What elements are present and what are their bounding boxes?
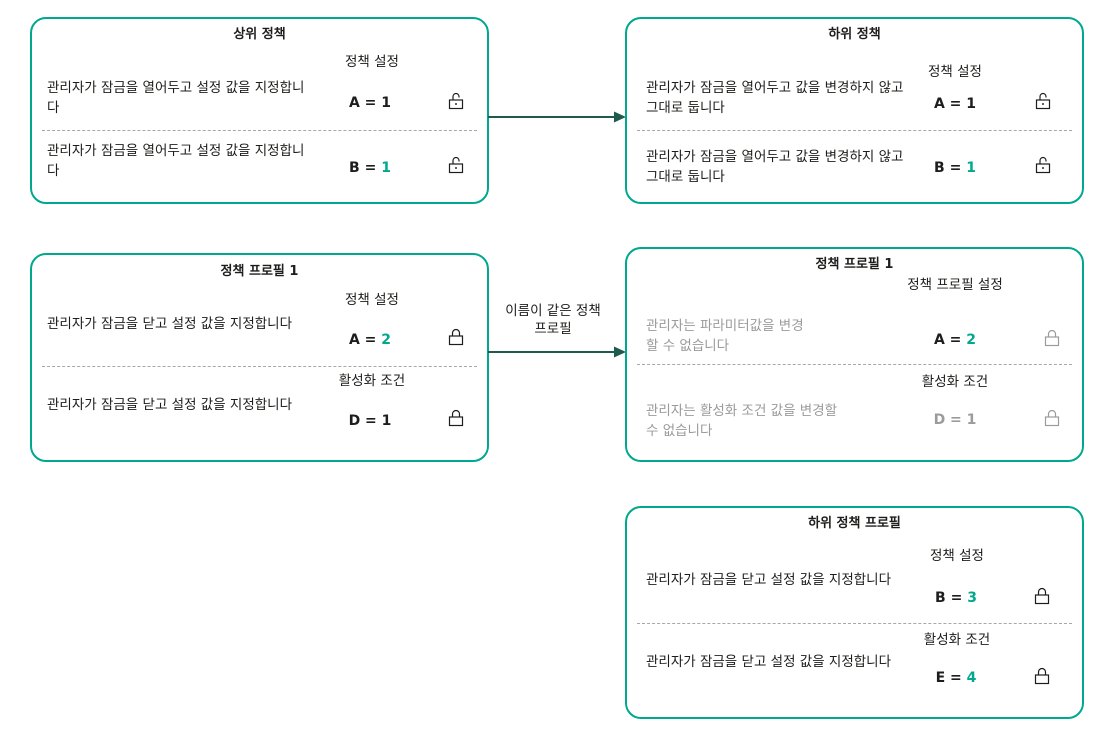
unlocked-icon [448,92,464,110]
locked-icon [1034,587,1050,605]
setting-value: A = 1 [915,95,995,113]
setting-value: B = 1 [915,159,995,177]
profile-inheritance-arrow [488,346,626,358]
box-title: 하위 정책 프로필 [808,516,901,531]
value-var: A [348,95,360,111]
locked-icon [1044,409,1060,427]
value-var: E [935,670,946,686]
setting-value: A = 2 [330,331,410,349]
value-var: B [934,160,945,176]
value-num: 4 [966,670,977,686]
row-divider [42,130,477,131]
row-description: 관리자는 파라미터값을 변경할 수 없습니다 [646,318,804,354]
value-eq: = [360,413,382,429]
locked-icon [1034,667,1050,685]
arrow-label: 이름이 같은 정책 프로필 [505,303,601,337]
row-divider [637,623,1072,624]
row-description: 관리자가 잠금을 열어두고 값을 변경하지 않고 그대로 둡니다 [646,80,904,116]
value-num: 1 [966,412,977,428]
setting-value: D = 1 [915,411,995,429]
setting-value: A = 1 [330,94,410,112]
value-var: A [933,96,945,112]
box-title: 하위 정책 [828,27,881,42]
row-description: 관리자가 잠금을 닫고 설정 값을 지정합니다 [47,397,293,413]
value-var: A [348,332,360,348]
column-label: 활성화 조건 [338,373,406,389]
value-var: B [935,590,946,606]
row-description: 관리자가 잠금을 열어두고 설정 값을 지정합니다 [47,143,305,179]
value-var: B [349,160,360,176]
inheritance-arrow [488,111,626,123]
unlocked-icon [448,156,464,174]
value-eq: = [359,160,382,176]
row-divider [42,366,477,367]
setting-value: A = 2 [915,331,995,349]
value-eq: = [359,95,382,111]
policy-profile-box: 정책 프로필 1 정책 설정 관리자가 잠금을 닫고 설정 값을 지정합니다 A… [30,253,489,462]
locked-icon [448,328,464,346]
value-eq: = [945,590,968,606]
setting-value: B = 3 [916,589,996,607]
column-label: 활성화 조건 [921,374,989,390]
row-description: 관리자가 잠금을 닫고 설정 값을 지정합니다 [646,572,892,588]
column-label: 정책 설정 [928,64,982,80]
setting-value: B = 1 [330,159,410,177]
row-description: 관리자가 잠금을 닫고 설정 값을 지정합니다 [646,654,892,670]
value-num: 3 [967,590,977,606]
inherited-profile-box: 정책 프로필 1 정책 프로필 설정 관리자는 파라미터값을 변경할 수 없습니… [625,247,1084,462]
value-var: D [348,413,361,429]
column-label: 정책 프로필 설정 [907,277,1003,293]
value-num: 2 [966,332,977,348]
box-title: 상위 정책 [233,27,286,42]
child-policy-profile-box: 하위 정책 프로필 정책 설정 관리자가 잠금을 닫고 설정 값을 지정합니다 … [625,506,1084,719]
box-title: 정책 프로필 1 [815,257,894,272]
column-label: 정책 설정 [930,548,984,564]
value-num: 1 [966,96,977,112]
unlocked-icon [1035,92,1051,110]
locked-icon [448,409,464,427]
value-eq: = [944,160,967,176]
row-description: 관리자가 잠금을 닫고 설정 값을 지정합니다 [47,316,293,332]
parent-policy-box: 상위 정책 정책 설정 관리자가 잠금을 열어두고 설정 값을 지정합니다 A … [30,17,489,204]
setting-value: E = 4 [916,669,996,687]
column-label: 활성화 조건 [923,632,991,648]
column-label: 정책 설정 [345,54,399,70]
setting-value: D = 1 [330,412,410,430]
row-divider [637,130,1072,131]
column-label: 정책 설정 [345,292,399,308]
value-eq: = [944,332,967,348]
value-eq: = [944,96,967,112]
locked-icon [1044,329,1060,347]
row-divider [637,364,1072,365]
value-num: 2 [381,332,392,348]
unlocked-icon [1035,156,1051,174]
value-eq: = [359,332,382,348]
value-num: 1 [381,413,392,429]
value-var: D [933,412,946,428]
value-var: A [933,332,945,348]
row-description: 관리자가 잠금을 열어두고 값을 변경하지 않고 그대로 둡니다 [646,149,904,185]
child-policy-box: 하위 정책 정책 설정 관리자가 잠금을 열어두고 값을 변경하지 않고 그대로… [625,17,1084,204]
row-description: 관리자가 잠금을 열어두고 설정 값을 지정합니다 [47,80,305,116]
value-num: 1 [966,160,976,176]
value-num: 1 [381,95,392,111]
value-num: 1 [381,160,391,176]
row-description: 관리자는 활성화 조건 값을 변경할 수 없습니다 [646,403,838,439]
value-eq: = [945,412,967,428]
value-eq: = [945,670,967,686]
box-title: 정책 프로필 1 [220,264,299,279]
